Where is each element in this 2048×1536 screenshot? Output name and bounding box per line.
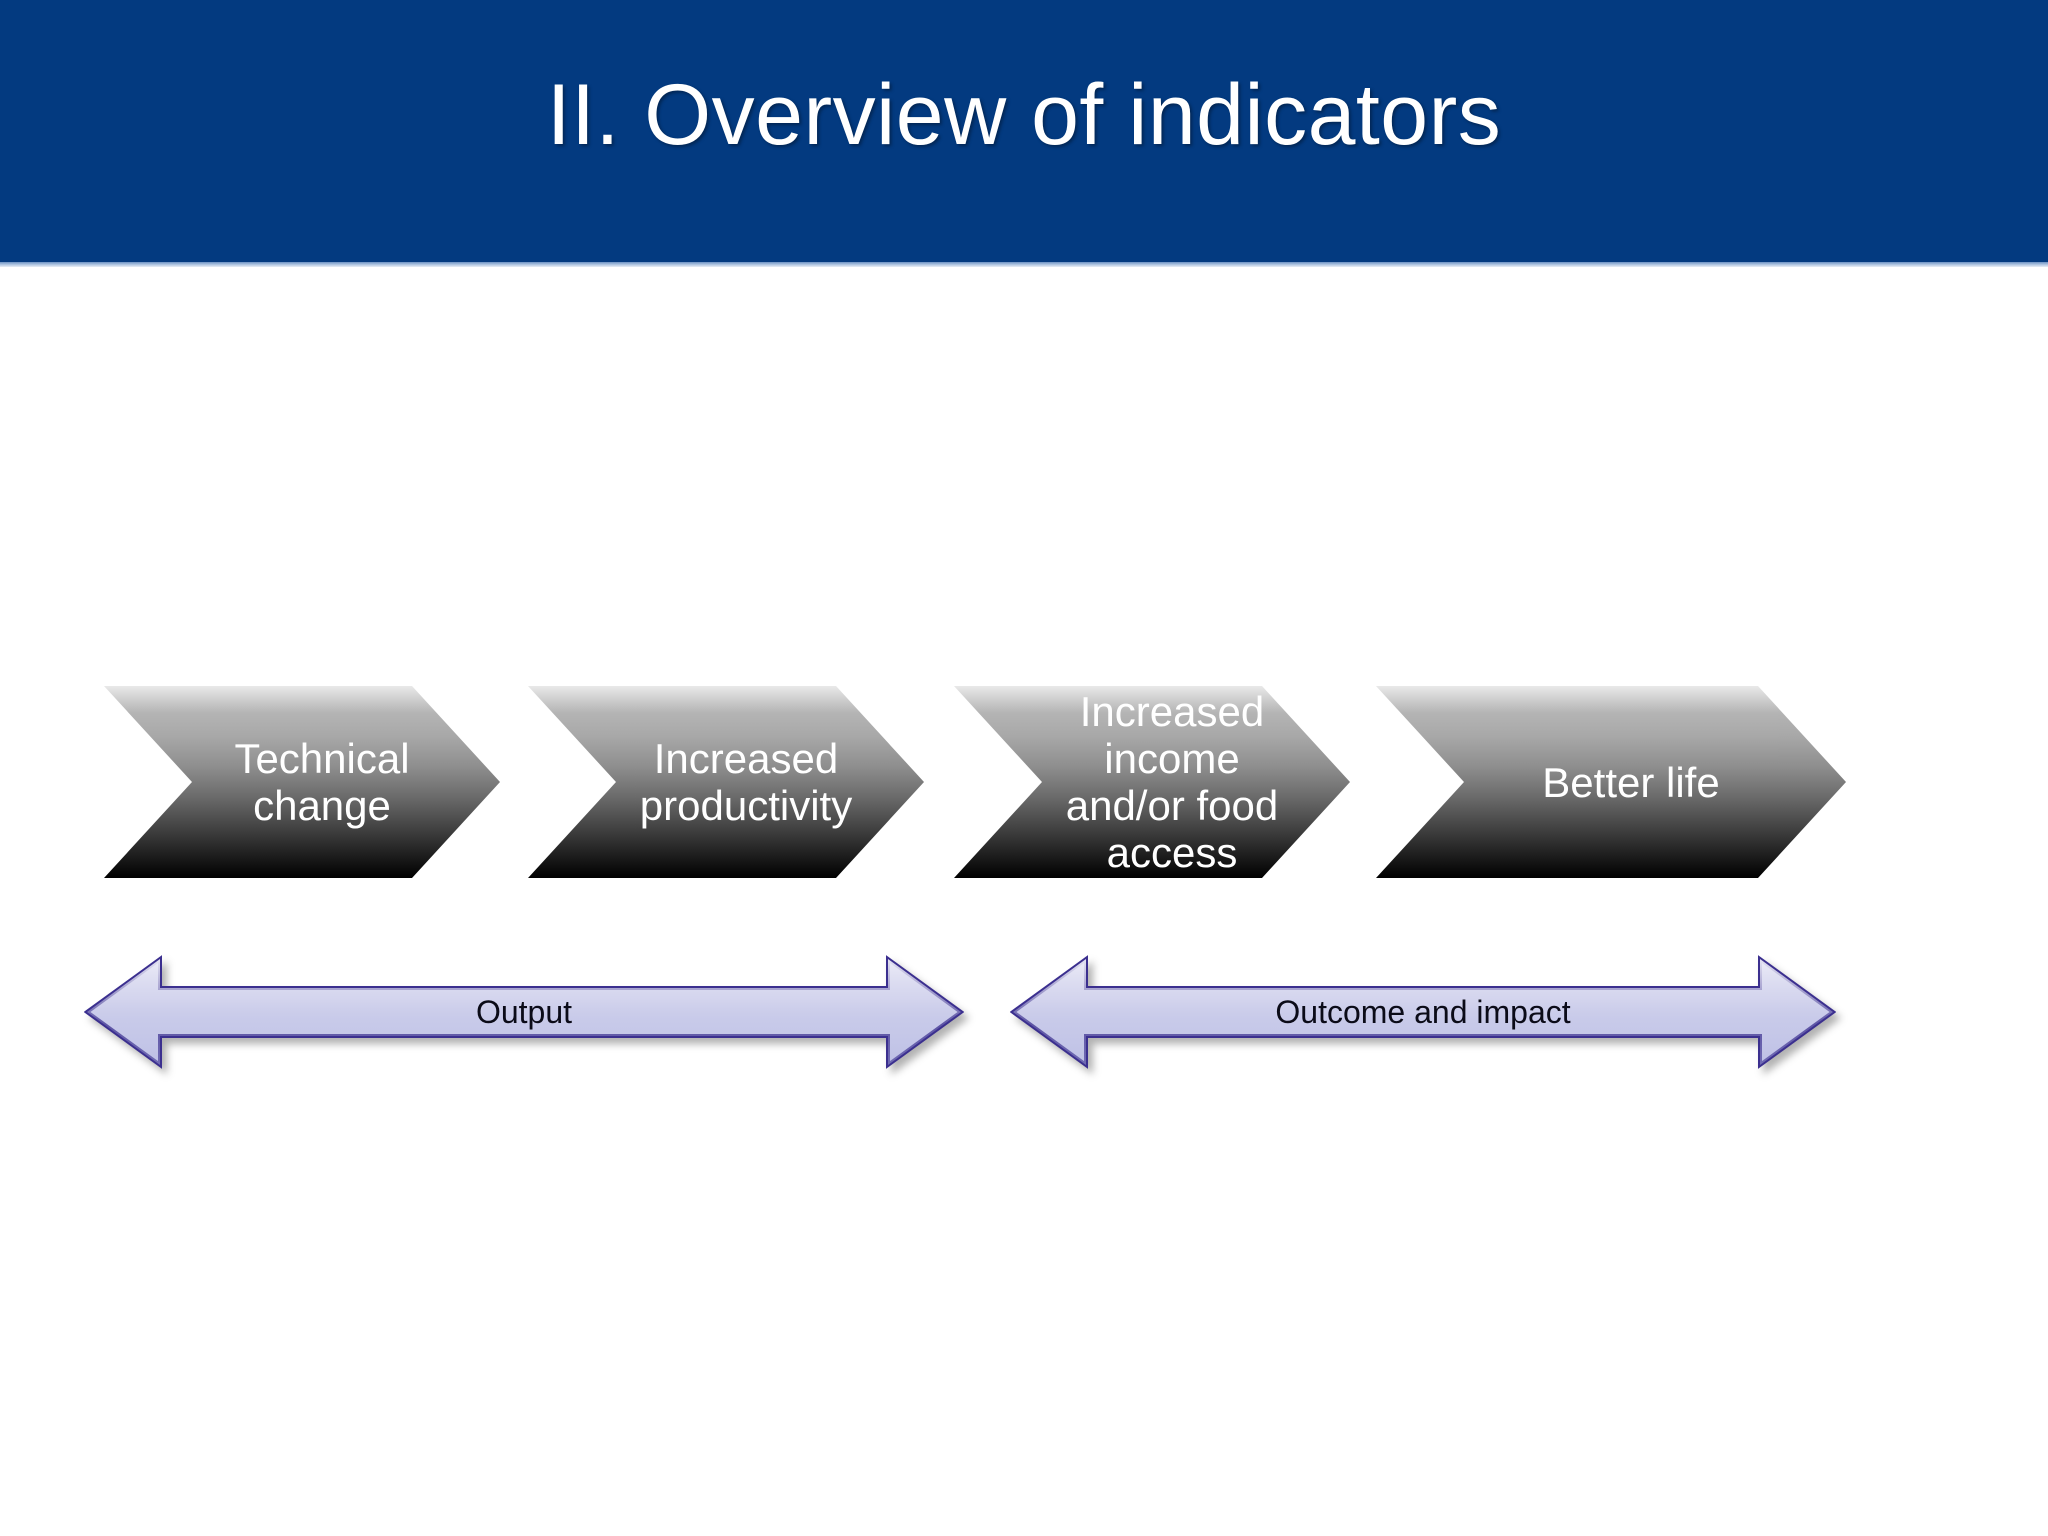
- chevron-stage-label: Increased income and/or food access: [1065, 688, 1279, 876]
- chevron-stage-increased-productivity[interactable]: Increased productivity: [528, 686, 924, 878]
- page-title: II. Overview of indicators: [546, 67, 1502, 163]
- header-underline-divider: [0, 262, 2048, 267]
- double-arrow-icon: [1010, 952, 1836, 1072]
- chevron-stage-increased-income-food-access[interactable]: Increased income and/or food access: [954, 686, 1350, 878]
- chevron-stage-technical-change[interactable]: Technical change: [104, 686, 500, 878]
- chevron-stage-label: Increased productivity: [639, 735, 853, 829]
- double-arrow-icon: [84, 952, 964, 1072]
- double-headed-arrow-outcome-and-impact[interactable]: Outcome and impact: [1010, 952, 1836, 1072]
- chevron-stage-better-life[interactable]: Better life: [1376, 686, 1846, 878]
- chevron-stage-label: Technical change: [234, 735, 410, 829]
- chevron-stage-label: Better life: [1542, 758, 1720, 806]
- title-header-band: [0, 0, 2048, 262]
- double-headed-arrow-output[interactable]: Output: [84, 952, 964, 1072]
